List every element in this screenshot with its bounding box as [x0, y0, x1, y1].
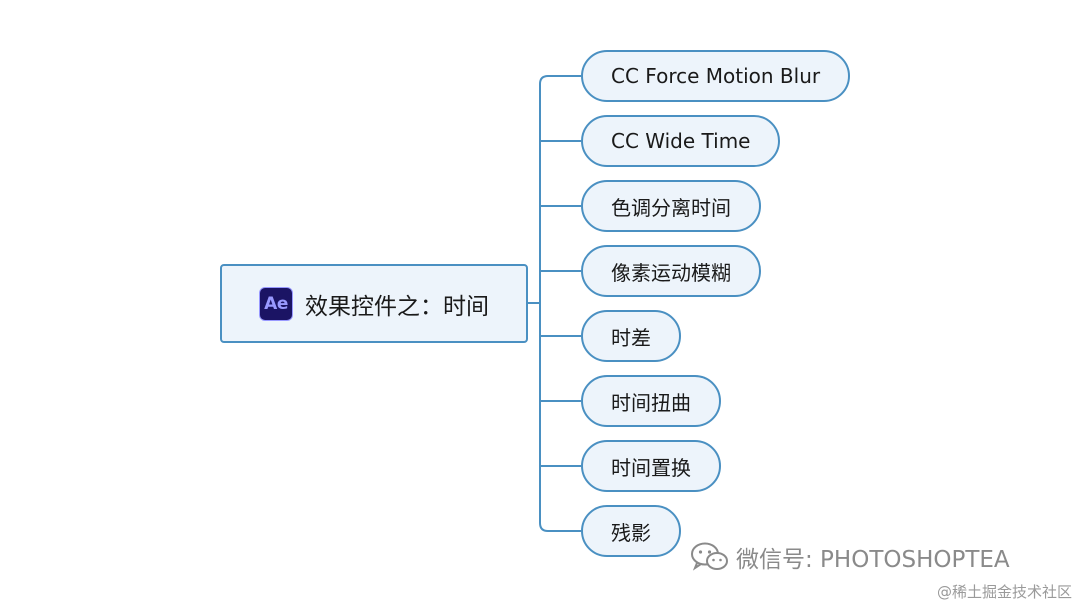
root-label: 效果控件之：时间 — [305, 293, 489, 320]
child-node-cc-wide-time[interactable]: CC Wide Time — [581, 115, 781, 167]
child-label: 时间置换 — [611, 455, 691, 480]
child-label: 色调分离时间 — [611, 195, 731, 220]
child-node-timewarp[interactable]: 时间扭曲 — [581, 375, 721, 427]
watermark: 微信号: PHOTOSHOPTEA — [690, 540, 1010, 574]
wechat-icon — [691, 542, 728, 571]
child-node-time-difference[interactable]: 时差 — [581, 310, 681, 362]
child-label: 像素运动模糊 — [611, 260, 731, 285]
child-label: 残影 — [611, 520, 651, 545]
source-tag: @稀土掘金技术社区 — [936, 583, 1072, 601]
child-node-cc-force-motion-blur[interactable]: CC Force Motion Blur — [581, 50, 851, 102]
child-label: 时间扭曲 — [611, 390, 691, 415]
watermark-text: 微信号: PHOTOSHOPTEA — [736, 547, 1010, 573]
child-label: 时差 — [611, 325, 651, 350]
child-node-echo[interactable]: 残影 — [581, 505, 681, 557]
root-node[interactable]: Ae 效果控件之：时间 — [220, 264, 528, 343]
child-label: CC Force Motion Blur — [611, 64, 821, 88]
after-effects-logo-icon: Ae — [259, 286, 293, 321]
child-label: CC Wide Time — [611, 129, 751, 153]
child-node-posterize-time[interactable]: 色调分离时间 — [581, 180, 761, 232]
branch-connector — [539, 75, 581, 85]
child-node-time-displacement[interactable]: 时间置换 — [581, 440, 721, 492]
branch-connector — [539, 522, 581, 532]
child-node-pixel-motion-blur[interactable]: 像素运动模糊 — [581, 245, 761, 297]
